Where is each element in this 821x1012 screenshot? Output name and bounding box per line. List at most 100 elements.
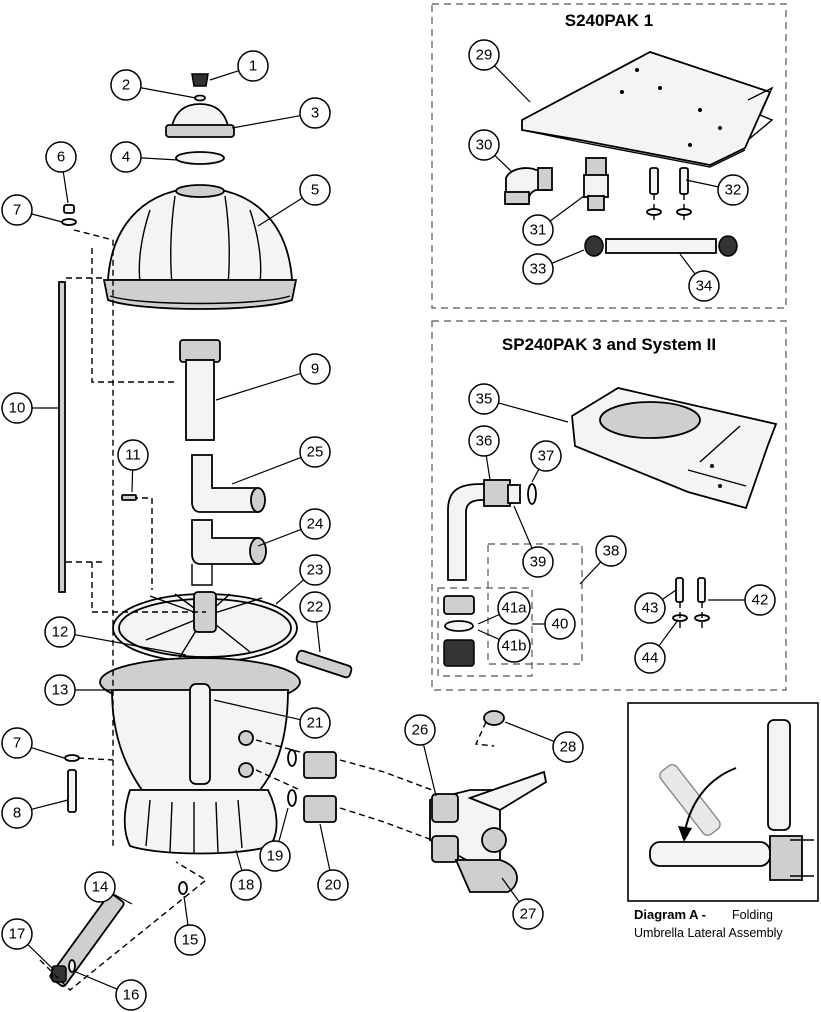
callout-34-leader: [679, 253, 696, 275]
callout-39-leader: [513, 505, 533, 549]
callout-12-leader: [74, 634, 187, 656]
callout-16: 16: [115, 979, 147, 1011]
callout-24-circle: [299, 508, 331, 540]
vent-cap-part: [191, 73, 209, 102]
callout-10: 10: [1, 392, 33, 424]
side-screws-part: [61, 204, 114, 846]
callout-12-circle: [44, 616, 76, 648]
callout-39-circle: [522, 546, 554, 578]
callout-21-label: 21: [307, 715, 324, 732]
callout-12-label: 12: [52, 624, 69, 641]
callout-28-circle: [552, 731, 584, 763]
callout-35: 35: [468, 383, 500, 415]
callout-36-circle: [468, 425, 500, 457]
callout-44-circle: [634, 642, 666, 674]
callout-7: 7: [1, 194, 33, 226]
callout-3: 3: [299, 97, 331, 129]
callout-3-circle: [299, 97, 331, 129]
callout-41a-leader: [477, 613, 500, 625]
diagram-a-caption-line1: Folding: [732, 908, 773, 922]
callout-25-circle: [299, 436, 331, 468]
drain-fittings-part: [287, 749, 337, 823]
callout-11-label: 11: [125, 447, 141, 464]
lateral-hub-assembly-part: [112, 591, 298, 663]
callout-34: 34: [688, 270, 720, 302]
callout-23-leader: [275, 579, 305, 605]
callout-33: 33: [522, 253, 554, 285]
callout-26: 26: [404, 714, 436, 746]
callout-19-circle: [259, 840, 291, 872]
valve-connection-lines: [339, 759, 433, 841]
callout-32-label: 32: [725, 182, 742, 199]
dome-cap-part: [165, 103, 235, 165]
callout-34-label: 34: [696, 278, 713, 295]
callout-2-label: 2: [122, 77, 130, 94]
callout-18: 18: [230, 869, 262, 901]
callout-40: 40: [544, 608, 576, 640]
mounting-screws-part: [646, 167, 692, 222]
callout-42: 42: [744, 584, 776, 616]
callout-21-circle: [299, 707, 331, 739]
callout-1-circle: [237, 50, 269, 82]
callout-19-label: 19: [267, 848, 284, 865]
callout-4-leader: [140, 157, 179, 161]
callout-15-circle: [174, 924, 206, 956]
callout-31-leader: [549, 195, 585, 222]
callout-13-circle: [44, 674, 76, 706]
elbow-fitting-part: [504, 167, 553, 205]
callout-24-label: 24: [307, 516, 324, 533]
callout-37-circle: [530, 440, 562, 472]
filter-tank-part: [99, 657, 301, 855]
callout-22-label: 22: [307, 599, 324, 616]
callout-4-circle: [110, 141, 142, 173]
callout-26-label: 26: [412, 722, 429, 739]
callout-44-label: 44: [642, 650, 659, 667]
callout-31: 31: [522, 214, 554, 246]
callout-27-circle: [512, 898, 544, 930]
callout-5: 5: [299, 174, 331, 206]
callout-15-label: 15: [182, 932, 199, 949]
filter-dome-part: [102, 184, 298, 310]
callout-32-leader: [685, 179, 719, 188]
diagram-a-lateral-illustration: [649, 719, 814, 881]
callout-25-leader: [231, 456, 302, 485]
callout-14: 14: [84, 871, 116, 903]
callout-44-leader: [658, 619, 679, 647]
callout-26-circle: [404, 714, 436, 746]
callout-39: 39: [522, 546, 554, 578]
callout-14-leader: [112, 893, 133, 905]
bolt-11-part: [121, 494, 137, 501]
pad-screws-part: [672, 577, 710, 628]
callout-13: 13: [44, 674, 76, 706]
callout-26-leader: [422, 744, 437, 797]
callout-22: 22: [299, 591, 331, 623]
callout-13-label: 13: [52, 682, 69, 699]
callout-1-label: 1: [249, 58, 257, 75]
multiport-valve-part: [429, 770, 548, 893]
callout-11-circle: [117, 439, 149, 471]
tie-rod-part: [58, 281, 66, 593]
callout-16-label: 16: [123, 987, 140, 1004]
callout-3-leader: [231, 115, 301, 129]
elbow-pipe-part: [447, 479, 537, 581]
callout-41b: 41b: [497, 629, 531, 663]
callout-20: 20: [317, 869, 349, 901]
union-nut-set-part: [443, 595, 475, 667]
callout-29-circle: [468, 39, 500, 71]
callout-34-circle: [688, 270, 720, 302]
callout-25-label: 25: [307, 444, 324, 461]
callout-7b-label: 7: [13, 735, 21, 752]
callout-30-circle: [468, 129, 500, 161]
callout-4: 4: [110, 141, 142, 173]
callout-32-circle: [717, 174, 749, 206]
callout-41a-label: 41a: [501, 600, 527, 617]
callout-43-label: 43: [642, 600, 659, 617]
bolt-line-dash: [132, 497, 153, 590]
callout-41b-circle: [497, 629, 531, 663]
callout-25: 25: [299, 436, 331, 468]
callout-8: 8: [1, 797, 33, 829]
callout-7b-leader: [31, 746, 65, 759]
callout-1-leader: [209, 70, 239, 81]
callout-2-circle: [110, 69, 142, 101]
callout-37: 37: [530, 440, 562, 472]
